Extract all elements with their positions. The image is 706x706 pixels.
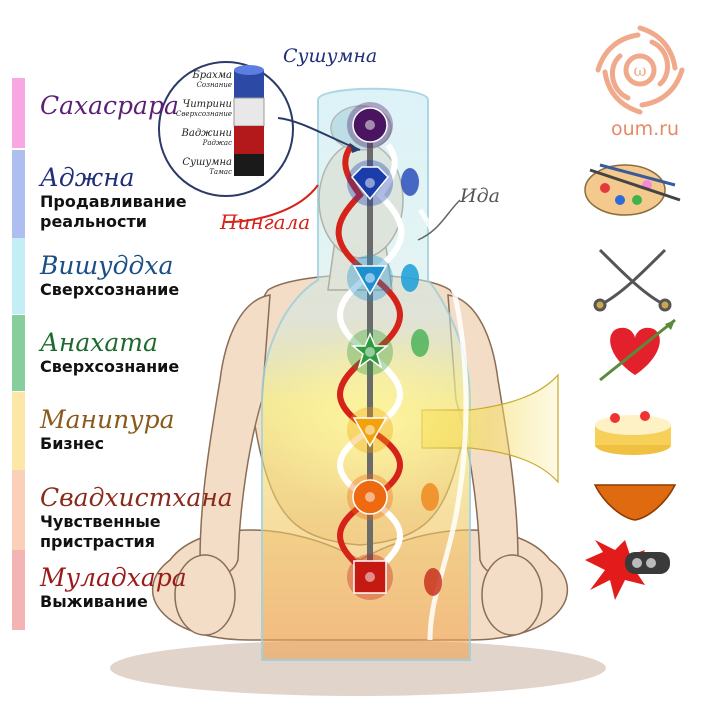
chakra-name: Вишуддха bbox=[40, 251, 174, 280]
crossed-sabres-icon bbox=[593, 248, 672, 312]
chakra-color-bar bbox=[12, 550, 25, 630]
chakra-symbol bbox=[347, 102, 393, 148]
chakra-symbols bbox=[347, 102, 393, 600]
chakra-color-bar bbox=[12, 150, 25, 238]
inset-label: Брахма Сознание bbox=[192, 70, 232, 89]
chakra-name: Аджна bbox=[40, 163, 135, 192]
chakra-name: Сахасрара bbox=[40, 91, 179, 120]
inset-labels: Брахма Сознание Читрини Сверхсознание Ва… bbox=[170, 70, 232, 176]
inset-label: Ваджини Раджас bbox=[181, 128, 232, 147]
chakra-symbol bbox=[347, 474, 393, 520]
chakra-name: Анахата bbox=[40, 328, 158, 357]
chakra-color-bar bbox=[12, 78, 25, 148]
ground-shadow bbox=[110, 640, 606, 696]
inset-label: Читрини Сверхсознание bbox=[176, 99, 232, 118]
heart-arrow-icon bbox=[599, 318, 676, 382]
chakra-symbol bbox=[347, 554, 393, 600]
chakra-name: Манипура bbox=[40, 405, 175, 434]
chakra-desc: Выживание bbox=[40, 592, 148, 611]
svg-text:ω: ω bbox=[633, 61, 646, 80]
chakra-name: Муладхара bbox=[40, 563, 187, 592]
sushumna-inset bbox=[158, 61, 361, 197]
ida-label: Ида bbox=[460, 185, 500, 207]
logo-text: oum.ru bbox=[610, 118, 680, 140]
chakra-color-bar bbox=[12, 238, 25, 314]
lotus-logo-icon bbox=[595, 25, 685, 115]
chakra-name: Свадхистхана bbox=[40, 483, 233, 512]
chakra-desc: Сверхсознание bbox=[40, 357, 180, 376]
brass-knuckles-icon bbox=[585, 540, 670, 600]
sushumna-label: Сушумна bbox=[283, 45, 378, 67]
chakra-label: Сахасрара bbox=[40, 92, 190, 120]
chakra-desc: Бизнес bbox=[40, 434, 105, 453]
chakra-symbol bbox=[347, 329, 393, 375]
cake-icon bbox=[595, 411, 671, 455]
chakra-desc: Сверхсознание bbox=[40, 280, 180, 299]
chakra-color-bar bbox=[12, 315, 25, 391]
chakra-desc: Продавливание реальности bbox=[40, 192, 187, 231]
underwear-icon bbox=[593, 484, 677, 521]
chakra-color-bar bbox=[12, 470, 25, 550]
chakra-symbol bbox=[347, 255, 393, 301]
manipura-beam bbox=[421, 373, 559, 484]
inset-label: Сушумна Тамас bbox=[182, 157, 232, 176]
art-palette-icon bbox=[584, 163, 681, 216]
chakra-color-bar bbox=[12, 392, 25, 470]
side-ovals bbox=[401, 168, 442, 596]
right-icons bbox=[584, 163, 681, 600]
oum-logo: ω bbox=[595, 25, 685, 115]
chakra-symbol bbox=[347, 407, 393, 453]
chakra-desc: Чувственные пристрастия bbox=[40, 512, 161, 551]
chakra-symbol bbox=[347, 160, 393, 206]
